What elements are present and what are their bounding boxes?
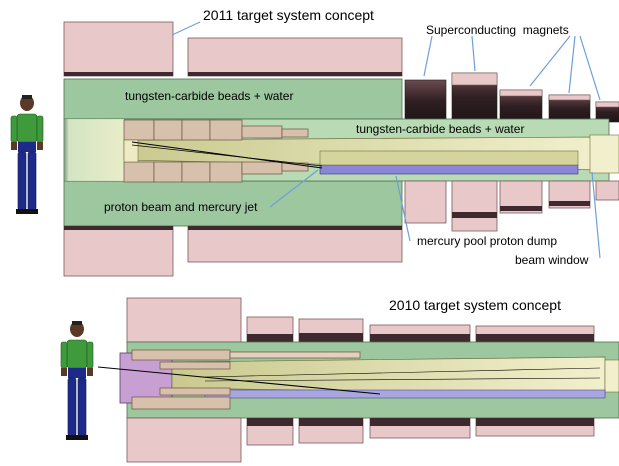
magnet-bottom-7 [595,180,619,201]
magnet2-bottom-1 [126,417,242,463]
label-beads-left: tungsten-carbide beads + water [125,89,294,103]
tungsten-plugs-2010 [131,349,361,410]
shield-outer-top [63,78,403,120]
magnet-top-2 [187,37,403,77]
human-figure-icon-2010 [60,321,94,440]
annotation-lines-2011 [171,21,601,259]
tungsten-plugs [123,119,309,183]
magnet-bottom-1 [63,225,174,277]
magnet-bottom-4 [451,180,498,232]
mercury-pool-2010 [204,389,606,399]
label-proton-beam-jet: proton beam and mercury jet [104,200,258,214]
magnet-top-3 [404,79,447,123]
magnet-top-1 [63,21,174,77]
human-figure-icon [10,95,44,214]
magnet-bottom-2 [187,225,403,263]
concept-2011 [63,21,619,277]
concept-2010 [97,297,619,463]
label-mercury-pool: mercury pool proton dump [417,234,558,248]
mercury-pool [319,164,579,175]
shield2-purple [119,352,173,404]
magnet-bottom-3 [404,180,447,224]
label-superconducting-magnets: Superconducting magnets [426,23,569,37]
title-2010: 2010 target system concept [389,297,561,313]
magnet2-top-1 [126,297,242,343]
label-beam-window: beam window [515,253,589,267]
label-beads-right: tungsten-carbide beads + water [356,122,525,136]
title-2011: 2011 target system concept [203,7,374,23]
proton-beam-line [131,141,323,169]
